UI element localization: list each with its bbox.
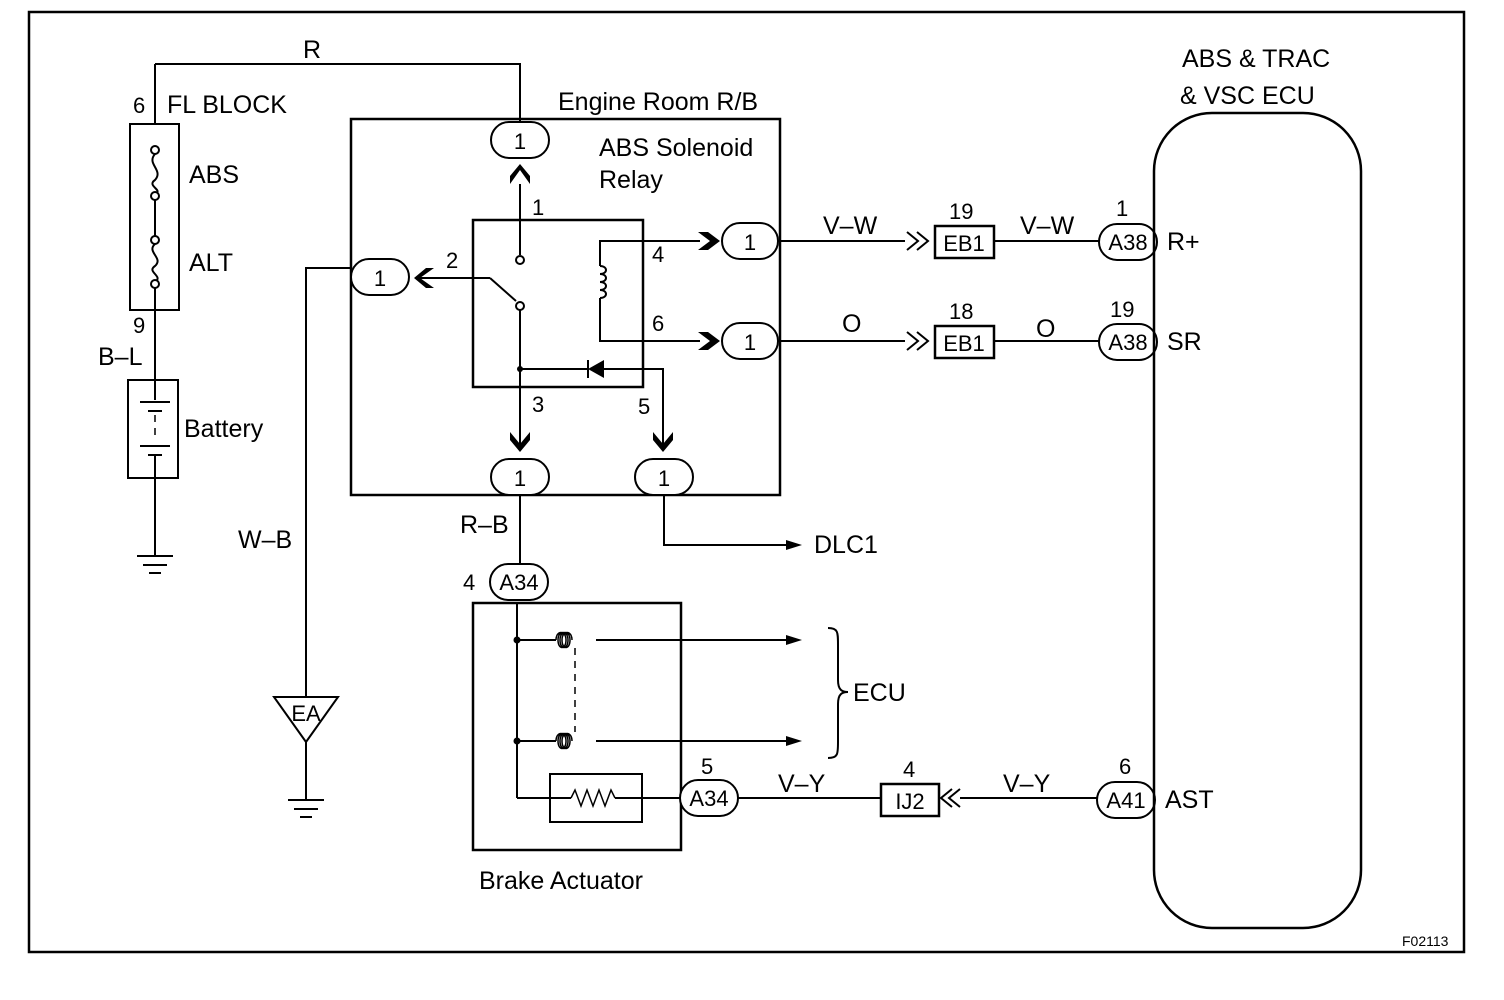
abs-solenoid-relay-label: ABS Solenoid Relay [599, 134, 760, 194]
dlc1-label: DLC1 [814, 531, 878, 559]
abs-fuse-label: ABS [189, 161, 239, 189]
relay-pin-1: 1 [532, 195, 544, 220]
chevron-down-icon [510, 432, 530, 452]
chevron-right-icon [906, 231, 930, 251]
ij2-pin: 4 [903, 757, 915, 782]
wire-vy-label-b: V–Y [1003, 770, 1051, 798]
arrow-right-icon [786, 635, 802, 645]
wire-r-label: R [303, 36, 321, 64]
figure-code: F02113 [1402, 933, 1449, 949]
chevron-left-icon [939, 788, 961, 808]
wire-vw-label-a: V–W [823, 212, 878, 240]
wire-vw-label-b: V–W [1020, 212, 1075, 240]
relay-coil-icon [599, 265, 607, 299]
wire-dlc1 [663, 495, 790, 546]
arrow-right-icon [786, 540, 802, 550]
ecu-title-line-2: & VSC ECU [1180, 82, 1315, 110]
fl-block-label: FL BLOCK [167, 91, 287, 119]
ground-point-label: EA [291, 701, 321, 726]
chevron-right-icon [906, 331, 930, 351]
wire-bl-label: B–L [98, 343, 143, 371]
wire-rb-label: R–B [460, 511, 509, 539]
relay-switch-icon [489, 277, 517, 302]
rb-connector-bottom-right-pin: 1 [658, 466, 670, 491]
ground-icon [288, 799, 324, 818]
relay-inner-box [471, 218, 645, 389]
connector-a41-label: A41 [1106, 788, 1145, 813]
resistor-icon [570, 787, 616, 809]
rb-connector-left [350, 258, 410, 296]
connector-ij2-label: IJ2 [895, 789, 924, 814]
brace-icon [827, 627, 849, 759]
relay-pin-5: 5 [638, 394, 650, 419]
chevron-down-icon [653, 432, 673, 452]
terminal-sr: SR [1167, 328, 1202, 356]
terminal-r-plus: R+ [1167, 228, 1200, 256]
eb1-upper-pin: 19 [949, 199, 973, 224]
wire-vy-label-a: V–Y [778, 770, 826, 798]
brake-actuator-label: Brake Actuator [479, 867, 643, 895]
connector-a38-upper-label: A38 [1108, 230, 1147, 255]
connector-a38-lower [1098, 323, 1158, 361]
eb1-lower-pin: 18 [949, 299, 973, 324]
engine-room-rb-box [349, 117, 782, 497]
rb-connector-top [490, 121, 550, 159]
a38-lower-pin: 19 [1110, 297, 1134, 322]
connector-eb1-upper-label: EB1 [943, 231, 985, 256]
connector-a38-lower-label: A38 [1108, 330, 1147, 355]
battery-label: Battery [184, 415, 264, 443]
a38-upper-pin: 1 [1116, 196, 1128, 221]
rb-connector-top-pin: 1 [514, 129, 526, 154]
ground-point-ea-icon [272, 696, 340, 744]
arrow-right-icon [786, 736, 802, 746]
connector-a38-upper [1098, 223, 1158, 261]
connector-a34-top [489, 563, 549, 601]
a34-top-pin: 4 [463, 570, 475, 595]
brake-actuator-box [471, 601, 683, 852]
rb-connector-left-pin: 1 [374, 266, 386, 291]
abs-solenoid-relay-line-1: ABS Solenoid [599, 134, 753, 162]
abs-fuse-icon [151, 153, 159, 195]
chevron-right-icon [698, 332, 720, 350]
connector-ij2 [879, 782, 941, 818]
wire-wb-label: W–B [238, 526, 292, 554]
wire-r [155, 63, 521, 122]
connector-a34-top-label: A34 [499, 570, 538, 595]
rb-connector-right-upper-pin: 1 [744, 230, 756, 255]
connector-a34-side-label: A34 [689, 786, 728, 811]
rb-connector-bottom-left-pin: 1 [514, 466, 526, 491]
relay-pin-3: 3 [532, 392, 544, 417]
a34-side-pin: 5 [701, 754, 713, 779]
alt-fuse-label: ALT [189, 249, 233, 277]
battery-icon [127, 379, 179, 479]
solenoid-coil-icon [555, 732, 573, 750]
chevron-left-icon [414, 268, 434, 288]
terminal-ast: AST [1165, 786, 1214, 814]
wire-o-label-b: O [1036, 315, 1055, 343]
rb-connector-right-lower-pin: 1 [744, 330, 756, 355]
diode-icon [588, 360, 604, 378]
abs-solenoid-relay-line-2: Relay [599, 166, 663, 194]
abs-trac-vsc-ecu-box [1152, 111, 1363, 930]
fl-pin-bottom: 9 [133, 313, 145, 338]
wire-wb [305, 267, 351, 697]
solenoid-coil-icon [555, 631, 573, 649]
chevron-right-icon [698, 232, 720, 250]
engine-room-rb-label: Engine Room R/B [558, 88, 758, 116]
fl-pin-top: 6 [133, 93, 145, 118]
wire-o-label-a: O [842, 310, 861, 338]
chevron-up-icon [510, 164, 530, 184]
ecu-title-line-1: ABS & TRAC [1182, 45, 1330, 73]
a41-pin: 6 [1119, 754, 1131, 779]
alt-fuse-icon [151, 243, 159, 283]
ecu-bracket-label: ECU [853, 679, 906, 707]
ground-icon [137, 555, 173, 574]
relay-pin-2: 2 [446, 248, 458, 273]
ecu-title: ABS & TRAC & VSC ECU [1180, 45, 1337, 110]
connector-eb1-lower-label: EB1 [943, 331, 985, 356]
relay-pin-6: 6 [652, 311, 664, 336]
diagram-border [27, 10, 1466, 954]
relay-pin-4: 4 [652, 242, 664, 267]
